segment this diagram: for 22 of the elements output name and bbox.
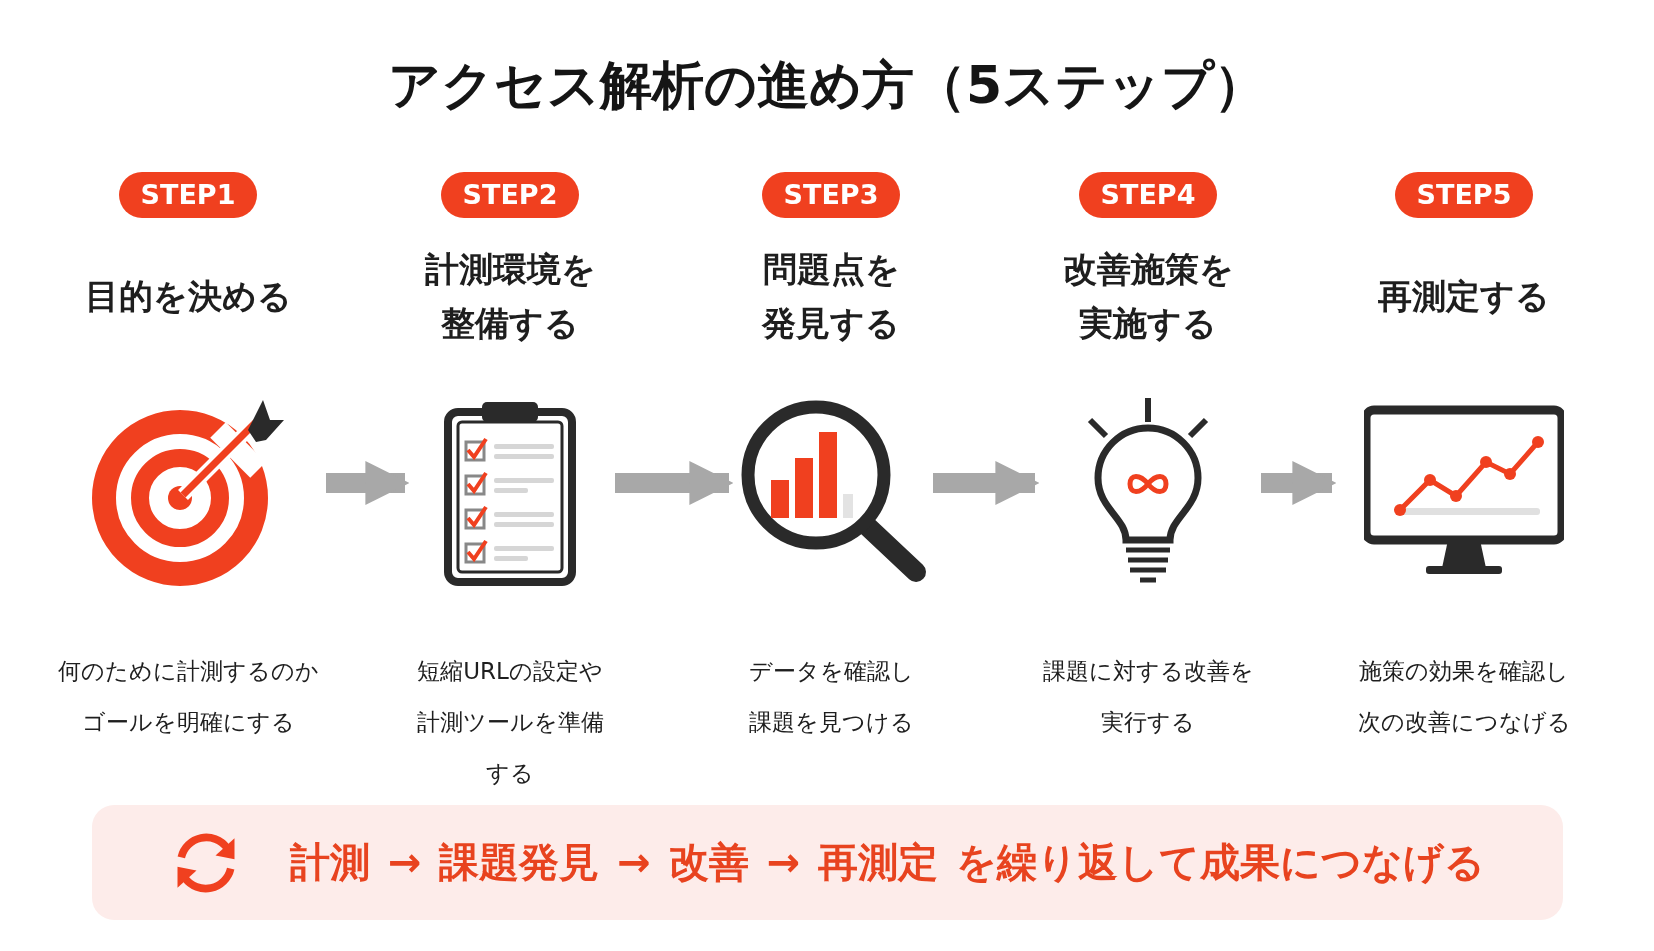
title: アクセス解析の進め方（5ステップ）: [386, 54, 1268, 117]
summary-text: 計測 → 課題発見 → 改善 → 再測定 を繰り返して成果につなげる: [290, 838, 1486, 887]
arrow: [615, 461, 734, 505]
step-badge: STEP3: [762, 172, 900, 218]
step-description: 施策の効果を確認し次の改善につなげる: [1356, 657, 1572, 737]
step-badge: STEP2: [441, 172, 579, 218]
step-description: 短縮URLの設定や計測ツールを準備する: [415, 657, 605, 788]
arrow: [326, 461, 410, 505]
step-title: 問題点を発見する: [760, 248, 901, 345]
step-description: 課題に対する改善を実行する: [1041, 657, 1255, 737]
step-title: 計測環境を整備する: [423, 248, 597, 345]
summary-banner: [92, 805, 1563, 920]
arrow: [1261, 461, 1337, 505]
step-title: 再測定する: [1377, 275, 1551, 318]
arrow: [933, 461, 1040, 505]
step-badge: STEP1: [119, 172, 257, 218]
step-badge: STEP5: [1395, 172, 1533, 218]
step-title: 改善施策を実施する: [1061, 248, 1235, 345]
step-description: 何のために計測するのかゴールを明確にする: [56, 657, 320, 737]
step-description: データを確認し課題を見つける: [747, 657, 915, 737]
step-title: 目的を決める: [83, 275, 293, 318]
step-badge: STEP4: [1079, 172, 1217, 218]
